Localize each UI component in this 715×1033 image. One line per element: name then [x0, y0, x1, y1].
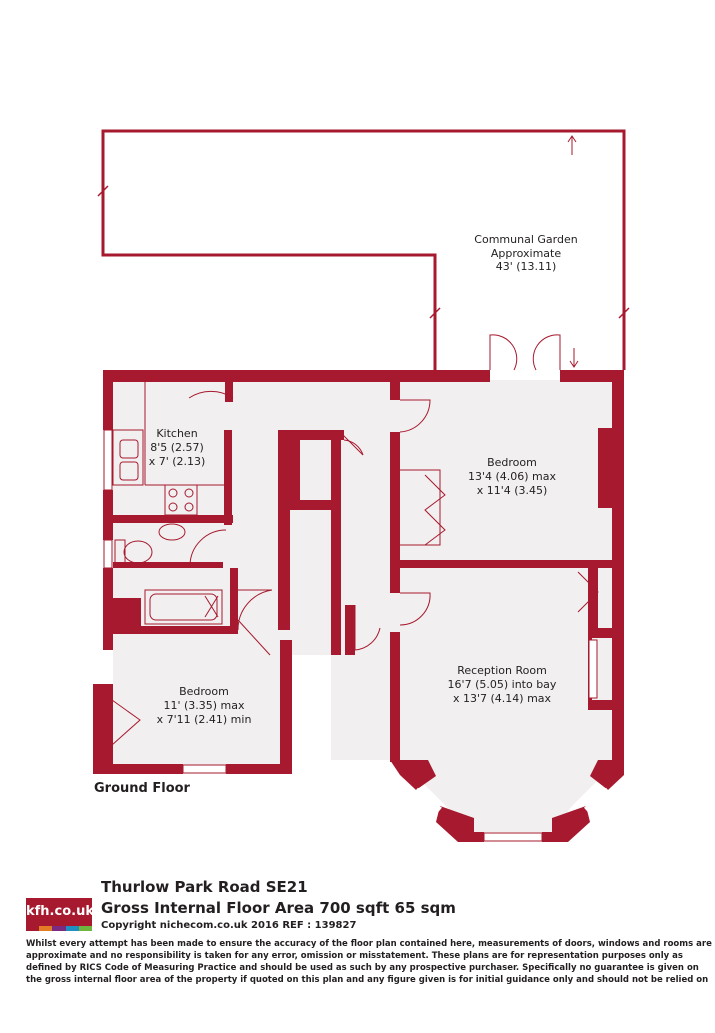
kfh-logo[interactable]: kfh.co.uk [26, 898, 94, 932]
garden-arrow-up [567, 135, 577, 155]
garden-approx: Approximate [491, 247, 561, 260]
windows [103, 429, 611, 842]
kitchen-label: Kitchen 8'5 (2.57) x 7' (2.13) [149, 427, 206, 468]
bedroom-front-label: Bedroom 11' (3.35) max x 7'11 (2.41) min [157, 685, 252, 726]
garden-label: Communal Garden Approximate 43' (13.11) [474, 233, 577, 273]
reception-name: Reception Room [457, 664, 547, 677]
walls [93, 370, 624, 842]
bedroom-rear-name: Bedroom [487, 456, 537, 469]
logo-stripe [65, 926, 79, 931]
door-swings [111, 334, 599, 746]
kitchen-name: Kitchen [156, 427, 197, 440]
bedroom-front-dim2: x 7'11 (2.41) min [157, 713, 252, 726]
kitchen-dim1: 8'5 (2.57) [150, 441, 204, 454]
reception-label: Reception Room 16'7 (5.05) into bay x 13… [448, 664, 557, 705]
logo-stripe [39, 926, 53, 931]
logo-stripe [52, 926, 66, 931]
garden-outline [101, 129, 626, 370]
logo-stripe [78, 926, 93, 931]
reception-dim1: 16'7 (5.05) into bay [448, 678, 557, 691]
bedroom-rear-dim2: x 11'4 (3.45) [477, 484, 548, 497]
kitchen-dim2: x 7' (2.13) [149, 455, 206, 468]
logo-stripe [26, 926, 40, 931]
property-address: Thurlow Park Road SE21 [101, 878, 308, 896]
bedroom-front-dim1: 11' (3.35) max [163, 699, 245, 712]
reception-dim2: x 13'7 (4.14) max [453, 692, 552, 705]
garden-arrow-down [569, 348, 579, 368]
garden-name: Communal Garden [474, 233, 577, 246]
floor-area: Gross Internal Floor Area 700 sqft 65 sq… [101, 899, 456, 917]
garden-break-marks [97, 185, 630, 319]
floor-fills [113, 380, 613, 832]
logo-color-strip [26, 926, 93, 931]
logo-text: kfh.co.uk [26, 898, 94, 926]
disclaimer: Whilst every attempt has been made to en… [26, 939, 712, 985]
fixtures [112, 380, 224, 625]
floor-label: Ground Floor [94, 781, 190, 796]
copyright: Copyright nichecom.co.uk 2016 REF : 1398… [101, 920, 357, 931]
bedroom-rear-label: Bedroom 13'4 (4.06) max x 11'4 (3.45) [468, 456, 557, 497]
bedroom-front-name: Bedroom [179, 685, 229, 698]
bedroom-rear-dim1: 13'4 (4.06) max [468, 470, 557, 483]
garden-size: 43' (13.11) [496, 260, 557, 273]
